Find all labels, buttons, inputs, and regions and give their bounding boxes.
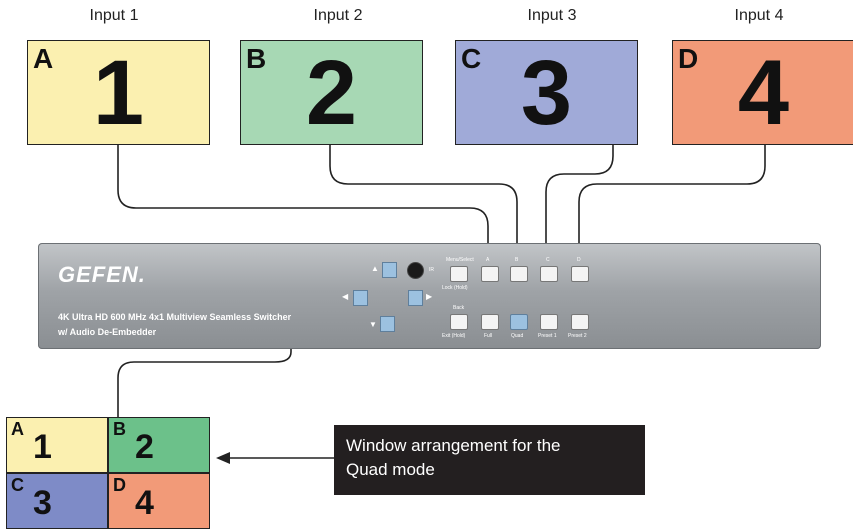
window-letter: B [113, 419, 126, 439]
left-button[interactable] [353, 290, 368, 306]
preset-2-label: Preset 2 [568, 333, 587, 339]
back-exit-button[interactable] [450, 314, 468, 330]
preset-1-button[interactable] [540, 314, 558, 330]
cable-input-3 [545, 145, 614, 258]
screen-letter: B [246, 43, 267, 74]
input-4-screen: D 4 [672, 40, 853, 145]
c-label: C [546, 257, 550, 263]
exit-hold-label: Exit (Hold) [442, 333, 466, 339]
back-label: Back [453, 305, 465, 311]
screen-number: 4 [737, 42, 790, 144]
preset-1-label: Preset 1 [538, 333, 557, 339]
quad-mode-callout: Window arrangement for the Quad mode [334, 425, 645, 495]
input-1-screen: A 1 [27, 40, 210, 145]
cable-input-1 [117, 145, 489, 258]
quad-window-a: A 1 [6, 417, 108, 473]
quad-button[interactable] [510, 314, 528, 330]
down-button[interactable] [380, 316, 395, 332]
screen-number: 1 [92, 42, 145, 144]
input-c-button[interactable] [540, 266, 558, 282]
left-arrow-icon: ◀ [342, 292, 349, 301]
input-2-label: Input 2 [313, 7, 363, 24]
full-button[interactable] [481, 314, 499, 330]
gefen-logo: GEFEN. [58, 262, 146, 287]
quad-window-d: D 4 [108, 473, 210, 529]
switcher-front-panel [38, 243, 821, 349]
input-1-label: Input 1 [89, 7, 139, 24]
input-4-label: Input 4 [734, 7, 784, 24]
down-arrow-icon: ▼ [369, 320, 377, 329]
screen-letter: C [461, 43, 482, 74]
screen-number: 2 [305, 42, 358, 144]
callout-arrowhead [216, 452, 230, 464]
input-3-screen: C 3 [455, 40, 638, 145]
cable-input-2 [329, 145, 518, 258]
quad-output-display: A 1 B 2 C 3 D 4 [6, 417, 210, 530]
window-letter: C [11, 475, 24, 495]
input-d-button[interactable] [571, 266, 589, 282]
window-number: 4 [135, 484, 154, 522]
cable-input-4 [578, 145, 766, 258]
a-label: A [486, 257, 490, 263]
ir-label: IR [429, 267, 434, 273]
up-button[interactable] [382, 262, 397, 278]
model-description: 4K Ultra HD 600 MHz 4x1 Multiview Seamle… [58, 310, 291, 340]
preset-2-button[interactable] [571, 314, 589, 330]
model-line-2: w/ Audio De-Embedder [58, 327, 157, 337]
callout-line-2: Quad mode [346, 460, 435, 479]
window-number: 3 [33, 484, 52, 522]
up-arrow-icon: ▲ [371, 264, 379, 273]
window-number: 2 [135, 428, 154, 466]
quad-window-c: C 3 [6, 473, 108, 529]
right-button[interactable] [408, 290, 423, 306]
callout-line-1: Window arrangement for the [346, 436, 561, 455]
menu-select-button[interactable] [450, 266, 468, 282]
screen-letter: D [678, 43, 699, 74]
input-3-label: Input 3 [527, 7, 577, 24]
quad-window-b: B 2 [108, 417, 210, 473]
screen-number: 3 [520, 42, 573, 144]
d-label: D [577, 257, 581, 263]
quad-label: Quad [511, 333, 524, 339]
cable-output [117, 343, 292, 418]
input-a-button[interactable] [481, 266, 499, 282]
window-letter: A [11, 419, 24, 439]
model-line-1: 4K Ultra HD 600 MHz 4x1 Multiview Seamle… [58, 312, 292, 322]
ir-sensor [407, 262, 424, 279]
menu-select-label: Menu/Select [446, 257, 474, 263]
b-label: B [515, 257, 519, 263]
input-b-button[interactable] [510, 266, 528, 282]
input-2-screen: B 2 [240, 40, 423, 145]
right-arrow-icon: ▶ [426, 292, 433, 301]
window-letter: D [113, 475, 126, 495]
screen-letter: A [33, 43, 54, 74]
window-number: 1 [33, 428, 52, 466]
full-label: Full [484, 333, 493, 339]
lock-hold-label: Lock (Hold) [442, 285, 468, 291]
